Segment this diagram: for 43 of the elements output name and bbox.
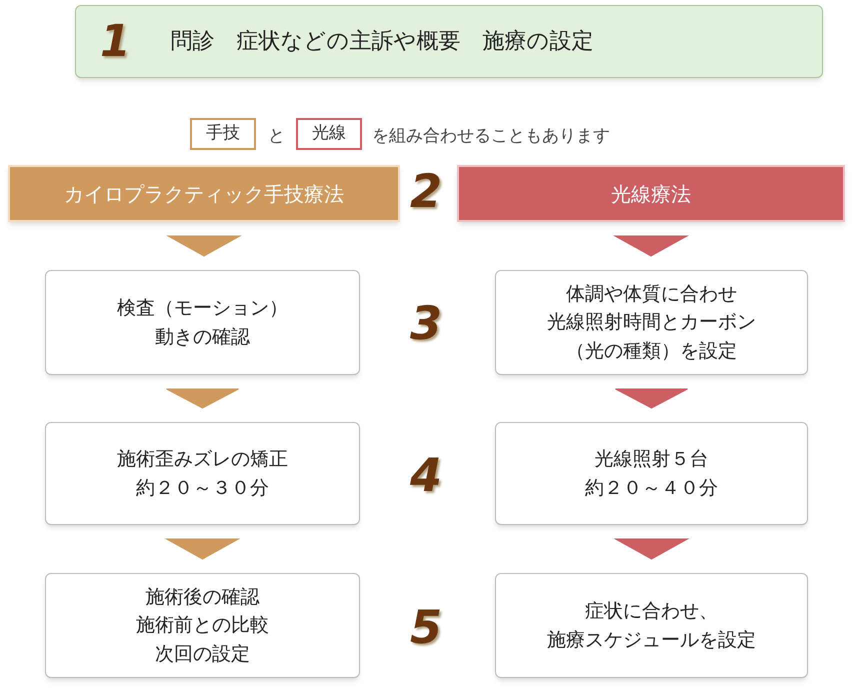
node-text: （光の種類）を設定 <box>566 338 737 364</box>
node-text: 手技 <box>206 122 240 146</box>
node-text: 光線 <box>312 122 346 146</box>
step-number: 5 <box>410 604 442 650</box>
note-text: を組み合わせることもあります <box>372 125 610 148</box>
step-number: 3 <box>410 300 442 346</box>
chevron-arrow <box>166 388 239 409</box>
node-text: 光線照射５台 <box>594 447 708 472</box>
node-text: 約２０～４０分 <box>585 476 718 500</box>
node-text: 検査（モーション） <box>117 296 288 321</box>
step-box <box>45 573 360 678</box>
node-text: 次回の設定 <box>155 642 250 667</box>
step-box <box>495 270 808 375</box>
step-box <box>45 270 360 375</box>
chevron-arrow <box>164 538 240 560</box>
step-box <box>45 422 360 525</box>
node-text: 施療スケジュールを設定 <box>547 628 756 652</box>
keyword-box <box>296 118 362 150</box>
step-number: 1 <box>100 20 131 64</box>
step-box <box>495 422 808 525</box>
category-header <box>8 165 400 222</box>
node-text: 施術後の確認 <box>146 584 260 610</box>
node-text: 約２０～３０分 <box>136 476 269 500</box>
chevron-arrow <box>614 538 690 560</box>
node-text: 問診 症状などの主訴や概要 施療の設定 <box>170 28 594 56</box>
chevron-arrow <box>615 388 688 409</box>
node-text: 光線照射時間とカーボン <box>547 310 756 336</box>
node-text: 体調や体質に合わせ <box>566 282 737 307</box>
node-text: 動きの確認 <box>155 324 250 350</box>
category-header <box>457 165 845 222</box>
chevron-arrow <box>166 236 242 257</box>
step-number: 2 <box>410 168 442 214</box>
node-text: 施術前との比較 <box>136 613 269 638</box>
step-number: 4 <box>410 452 442 498</box>
node-text: 症状に合わせ、 <box>585 599 718 624</box>
node-text: 光線療法 <box>611 180 691 208</box>
chevron-arrow <box>613 236 689 257</box>
note-text: と <box>268 125 285 148</box>
keyword-box <box>190 118 256 150</box>
node-text: 施術歪みズレの矯正 <box>117 447 288 472</box>
step-box <box>495 573 808 678</box>
node-text: カイロプラクティック手技療法 <box>64 180 344 208</box>
step-banner <box>75 5 823 78</box>
